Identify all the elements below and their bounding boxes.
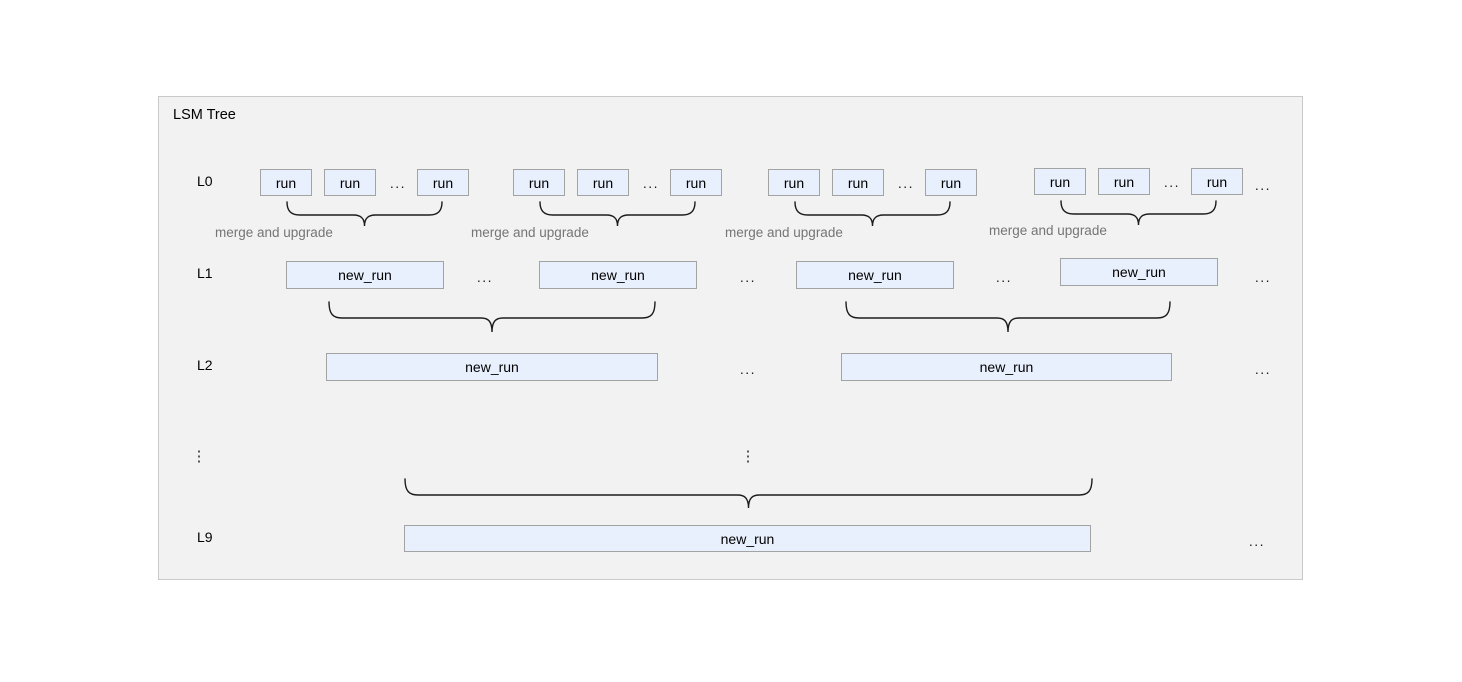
ellipsis-dots: ... (995, 269, 1013, 285)
new-run-box: new_run (404, 525, 1091, 552)
run-box: run (577, 169, 629, 196)
merge-label: merge and upgrade (471, 225, 589, 240)
ellipsis-dots: ... (897, 175, 915, 191)
ellipsis-dots: ... (642, 175, 660, 191)
ellipsis-dots: ... (739, 269, 757, 285)
merge-brace (539, 201, 696, 227)
level-label-l2: L2 (197, 357, 213, 373)
merge-brace (286, 201, 443, 227)
merge-brace (328, 301, 656, 333)
merge-brace (845, 301, 1171, 333)
level-label-l0: L0 (197, 173, 213, 189)
ellipsis-dots: ... (739, 361, 757, 377)
new-run-box: new_run (1060, 258, 1218, 286)
diagram-title: LSM Tree (173, 107, 236, 123)
merge-brace (1060, 200, 1217, 226)
merge-label: merge and upgrade (725, 225, 843, 240)
level-label-l9: L9 (197, 529, 213, 545)
merge-brace-large (404, 478, 1093, 509)
run-box: run (925, 169, 977, 196)
l0-run-group: run run ... run (513, 169, 723, 196)
ellipsis-dots: ... (476, 269, 494, 285)
run-box: run (513, 169, 565, 196)
run-box: run (1098, 168, 1150, 195)
vertical-ellipsis: ⋮ (191, 448, 207, 465)
ellipsis-dots: ... (1254, 361, 1272, 377)
l0-run-group: run run ... run (260, 169, 470, 196)
ellipsis-dots: ... (389, 175, 407, 191)
run-box: run (832, 169, 884, 196)
level-label-l1: L1 (197, 265, 213, 281)
new-run-box: new_run (796, 261, 954, 289)
merge-brace (794, 201, 951, 227)
run-box: run (260, 169, 312, 196)
merge-label: merge and upgrade (989, 223, 1107, 238)
new-run-box: new_run (286, 261, 444, 289)
run-box: run (1191, 168, 1243, 195)
vertical-ellipsis: ⋮ (740, 448, 756, 465)
merge-label: merge and upgrade (215, 225, 333, 240)
run-box: run (768, 169, 820, 196)
ellipsis-dots: ... (1163, 174, 1181, 190)
ellipsis-dots: ... (1254, 177, 1272, 193)
l0-run-group: run run ... run (768, 169, 978, 196)
new-run-box: new_run (326, 353, 658, 381)
run-box: run (1034, 168, 1086, 195)
run-box: run (670, 169, 722, 196)
run-box: run (417, 169, 469, 196)
ellipsis-dots: ... (1248, 533, 1266, 549)
lsm-tree-container: LSM Tree L0 run run ... run run run ... … (158, 96, 1303, 580)
new-run-box: new_run (539, 261, 697, 289)
run-box: run (324, 169, 376, 196)
new-run-box: new_run (841, 353, 1172, 381)
l0-run-group: run run ... run (1034, 168, 1244, 195)
ellipsis-dots: ... (1254, 269, 1272, 285)
